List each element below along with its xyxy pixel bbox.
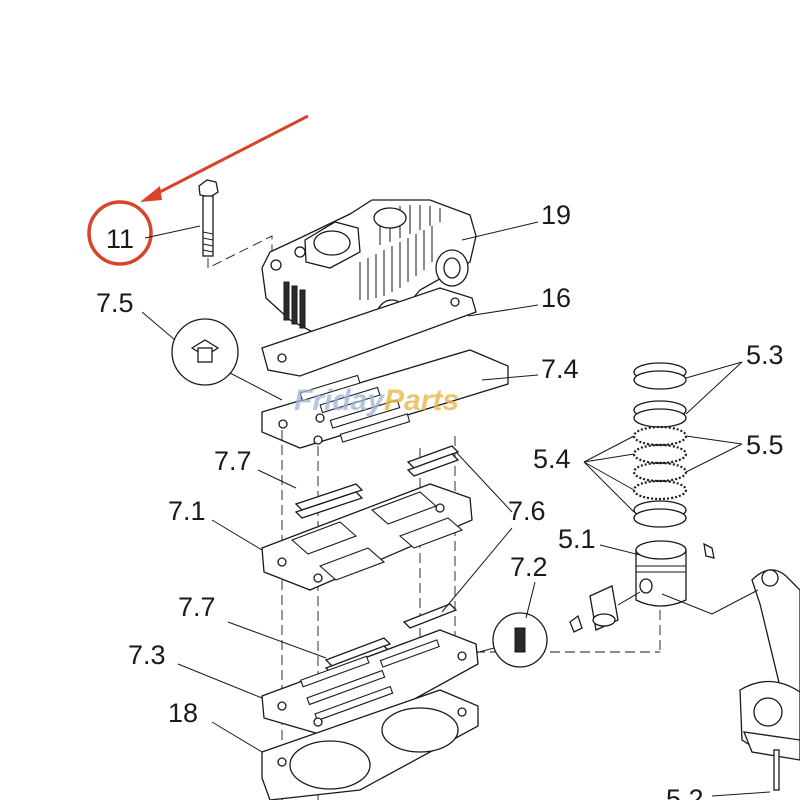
callout-7-7-lower: 7.7 [178,592,216,622]
callout-7-1: 7.1 [168,496,206,526]
callout-labels: 11 19 16 7.5 7.4 5.3 5.4 5.5 7.7 7.1 7.6… [96,200,784,805]
highlight-arrow [140,114,309,202]
callout-11: 11 [106,224,134,254]
callout-7-6: 7.6 [508,496,546,526]
stud-inset-part-7-2 [449,612,548,668]
callout-16: 16 [541,283,571,313]
highlight-circle [87,200,153,266]
plate-part-7-3 [261,629,479,741]
callout-7-5: 7.5 [96,288,134,318]
callout-7-3: 7.3 [128,640,166,670]
valve-plate-part-7-4 [261,349,509,449]
watermark: Friday Parts [294,384,459,417]
callout-19: 19 [541,200,571,230]
callout-5-2: 5.2 [666,784,704,800]
watermark-brand-right: Parts [384,384,459,417]
screw-inset-part-7-5 [171,318,283,401]
piston-rings [632,362,688,528]
bolt-part-11 [198,179,273,300]
callout-7-7-upper: 7.7 [214,446,252,476]
callout-5-5: 5.5 [746,430,784,460]
plate-part-7-1 [261,483,473,591]
watermark-brand-left: Friday [294,384,385,417]
callout-7-4: 7.4 [541,354,579,384]
reed-valves-part-7-7-upper [294,445,460,519]
callout-5-3: 5.3 [746,340,784,370]
callout-5-1: 5.1 [558,524,596,554]
callout-5-4: 5.4 [533,444,571,474]
leader-lines [141,221,771,797]
gasket-part-16 [261,287,477,377]
gasket-part-18 [261,689,479,801]
piston-part-5-1 [569,540,715,633]
connecting-rod-part-5-2 [739,569,800,791]
callout-18: 18 [168,698,198,728]
callout-7-2: 7.2 [510,552,548,582]
